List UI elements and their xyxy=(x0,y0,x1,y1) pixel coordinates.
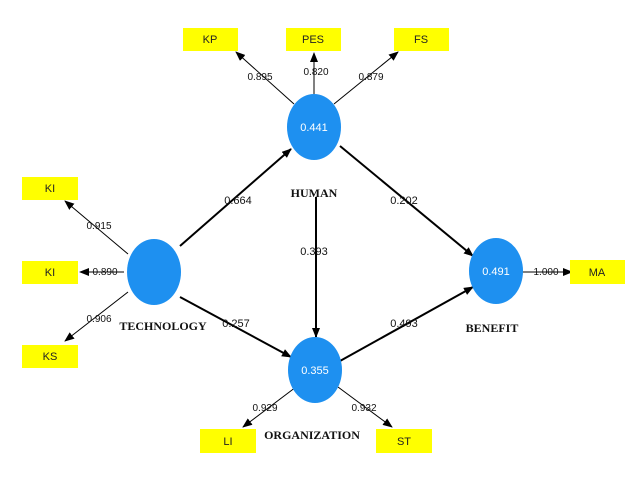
indicator-ks: KS xyxy=(22,345,78,368)
path-organization-benefit xyxy=(339,286,474,362)
indicator-fs: FS xyxy=(394,28,449,51)
indicator-li: LI xyxy=(200,429,256,453)
loading-st: 0.932 xyxy=(351,403,376,414)
latent-human: 0.441 xyxy=(287,94,341,160)
latent-benefit: 0.491 xyxy=(469,238,523,304)
indicator-label: ST xyxy=(397,436,411,448)
loading-ma: 1.000 xyxy=(533,267,558,278)
indicator-st: ST xyxy=(376,429,432,453)
loading-arrow-li xyxy=(242,386,297,428)
loading-li: 0.929 xyxy=(252,403,277,414)
coef-technology-human: 0.664 xyxy=(224,195,252,207)
coef-organization-benefit: 0.493 xyxy=(390,318,418,330)
loading-kp: 0.895 xyxy=(247,72,272,83)
indicator-ma: MA xyxy=(570,260,625,284)
latent-value: 0.355 xyxy=(301,365,329,377)
path-technology-organization xyxy=(179,296,292,358)
latent-technology xyxy=(127,239,181,305)
indicator-label: PES xyxy=(302,34,324,46)
path-human-benefit xyxy=(339,145,474,257)
indicator-label: KS xyxy=(43,351,58,363)
latent-name-human: HUMAN xyxy=(291,186,338,200)
loading-arrow-kp xyxy=(235,51,295,105)
latent-organization: 0.355 xyxy=(288,337,342,403)
loading-ks: 0.906 xyxy=(86,314,111,325)
indicator-label: KP xyxy=(203,34,218,46)
loading-arrow-ki1 xyxy=(64,200,129,255)
coef-human-benefit: 0.202 xyxy=(390,195,418,207)
latent-name-organization: ORGANIZATION xyxy=(264,428,360,442)
path-technology-human xyxy=(179,148,292,247)
indicator-ki-1: KI xyxy=(22,177,78,200)
latent-value: 0.441 xyxy=(300,122,328,134)
loading-arrow-fs xyxy=(333,51,399,105)
loading-pes: 0.820 xyxy=(303,67,328,78)
latent-name-technology: TECHNOLOGY xyxy=(119,319,207,333)
latent-value: 0.491 xyxy=(482,266,510,278)
indicator-label: KI xyxy=(45,267,55,279)
indicator-pes: PES xyxy=(286,28,341,51)
indicator-label: MA xyxy=(589,267,606,279)
loading-ki-1: 0.915 xyxy=(86,221,111,232)
coef-human-organization: 0.393 xyxy=(300,246,328,258)
loading-arrow-ks xyxy=(64,291,129,342)
indicator-label: LI xyxy=(223,436,232,448)
indicator-label: FS xyxy=(414,34,428,46)
indicator-label: KI xyxy=(45,183,55,195)
coef-technology-organization: 0.257 xyxy=(222,318,250,330)
loading-arrow-st xyxy=(337,386,393,428)
latent-name-benefit: BENEFIT xyxy=(466,321,519,335)
loading-fs: 0.879 xyxy=(358,72,383,83)
indicator-ki-2: KI xyxy=(22,261,78,284)
indicator-kp: KP xyxy=(183,28,238,51)
loading-ki-2: 0.890 xyxy=(92,267,117,278)
